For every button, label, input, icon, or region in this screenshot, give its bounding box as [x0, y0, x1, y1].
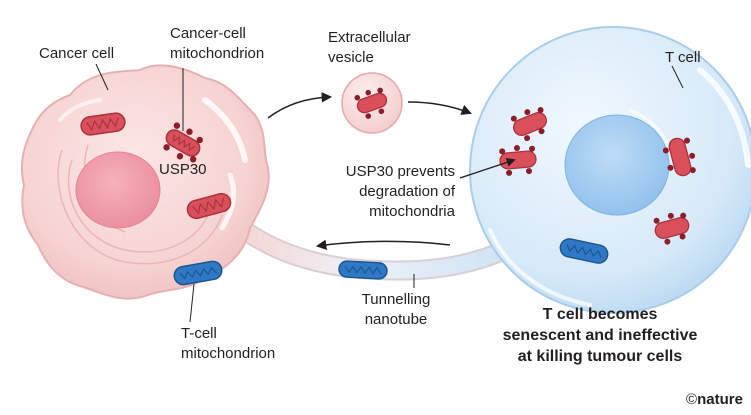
tcell-mitochondrion-in-cancer-cell	[173, 260, 223, 286]
tcell-red-mitochondrion-3	[662, 137, 696, 177]
label-extracellular-vesicle: Extracellular vesicle	[328, 29, 411, 66]
copyright-symbol: ©	[686, 391, 698, 408]
usp30-protein-dots	[163, 122, 203, 163]
extracellular-vesicle	[341, 72, 403, 134]
tcell-blue-mitochondrion	[559, 238, 609, 264]
t-cell-nucleus	[564, 114, 670, 216]
arrow-tcell-to-cancer	[315, 239, 451, 251]
arrow-vesicle-to-tcell	[407, 101, 472, 115]
nature-credit: ©nature	[686, 390, 743, 410]
tcell-red-mitochondrion-4	[653, 212, 690, 245]
leader-cancer-cell	[95, 63, 109, 91]
label-cancer-cell: Cancer cell	[39, 45, 115, 62]
label-usp30: USP30	[159, 161, 207, 178]
leader-t-cell	[671, 65, 684, 89]
cancer-mitochondrion-2	[186, 192, 232, 220]
label-cancer-cell-mitochondrion: Cancer-cell mitochondrion	[170, 25, 265, 62]
nature-logo-text: nature	[697, 391, 743, 408]
label-t-cell: T cell	[665, 49, 701, 66]
arrow-usp30-prevents	[459, 157, 516, 179]
tcell-red-mitochondrion-1	[510, 107, 547, 142]
cancer-mitochondrion-1	[80, 112, 126, 136]
arrow-cancer-to-vesicle	[267, 92, 333, 119]
leader-tcell-mito	[189, 283, 195, 323]
label-usp30-prevents: USP30 prevents degradation of mitochondr…	[345, 163, 455, 220]
label-outcome: T cell becomes senescent and ineffective…	[502, 306, 698, 365]
cancer-mitochondrion-usp30	[163, 122, 203, 163]
cancer-cell-nucleus	[75, 151, 161, 229]
label-tcell-mitochondrion: T-cell mitochondrion	[181, 325, 276, 362]
label-tunnelling-nanotube: Tunnelling nanotube	[361, 291, 431, 328]
mitochondrion-in-nanotube	[338, 260, 388, 280]
